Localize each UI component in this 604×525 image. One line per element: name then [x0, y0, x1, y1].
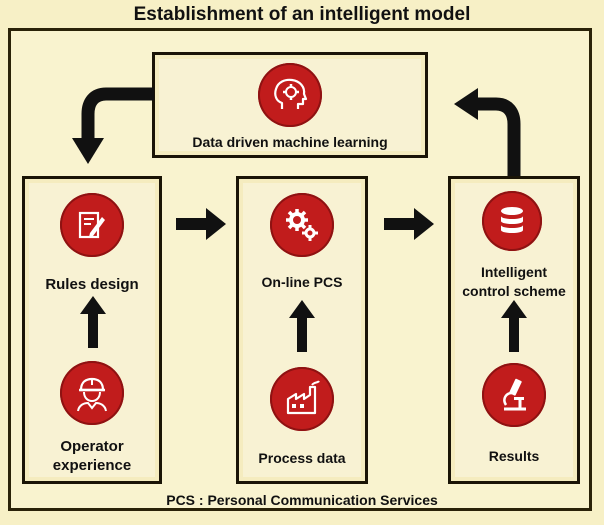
rules-design-label: Rules design	[45, 276, 139, 293]
worker-helmet-icon	[60, 361, 124, 425]
online-pcs-label: On-line PCS	[261, 274, 343, 290]
intelligent-control-scheme-label: Intelligent control scheme	[462, 264, 566, 299]
microscope-icon	[482, 363, 546, 427]
process-data-label: Process data	[258, 450, 346, 466]
footer-note: PCS : Personal Communication Services	[166, 492, 438, 508]
arrow-curved-top-to-col1	[72, 87, 154, 164]
diagram-title: Establishment of an intelligent model	[133, 4, 471, 25]
results-label: Results	[488, 448, 540, 464]
factory-icon	[270, 367, 334, 431]
database-icon	[482, 191, 542, 251]
arrow-right-1-to-2	[176, 208, 226, 240]
panel-intelligent-control: Intelligent control scheme Results	[448, 176, 580, 484]
arrow-right-2-to-3	[384, 208, 434, 240]
top-box-label: Data driven machine learning	[192, 134, 388, 150]
gears-icon	[270, 193, 334, 257]
arrow-up-col3	[501, 300, 527, 352]
top-box-data-driven-ml: Data driven machine learning	[152, 52, 428, 158]
brain-gear-icon	[258, 63, 322, 127]
edit-document-icon	[60, 193, 124, 257]
operator-experience-label: Operator experience	[52, 438, 132, 474]
arrow-up-col2	[289, 300, 315, 352]
arrow-up-col1	[80, 296, 106, 348]
arrow-curved-col3-to-top	[454, 88, 521, 176]
